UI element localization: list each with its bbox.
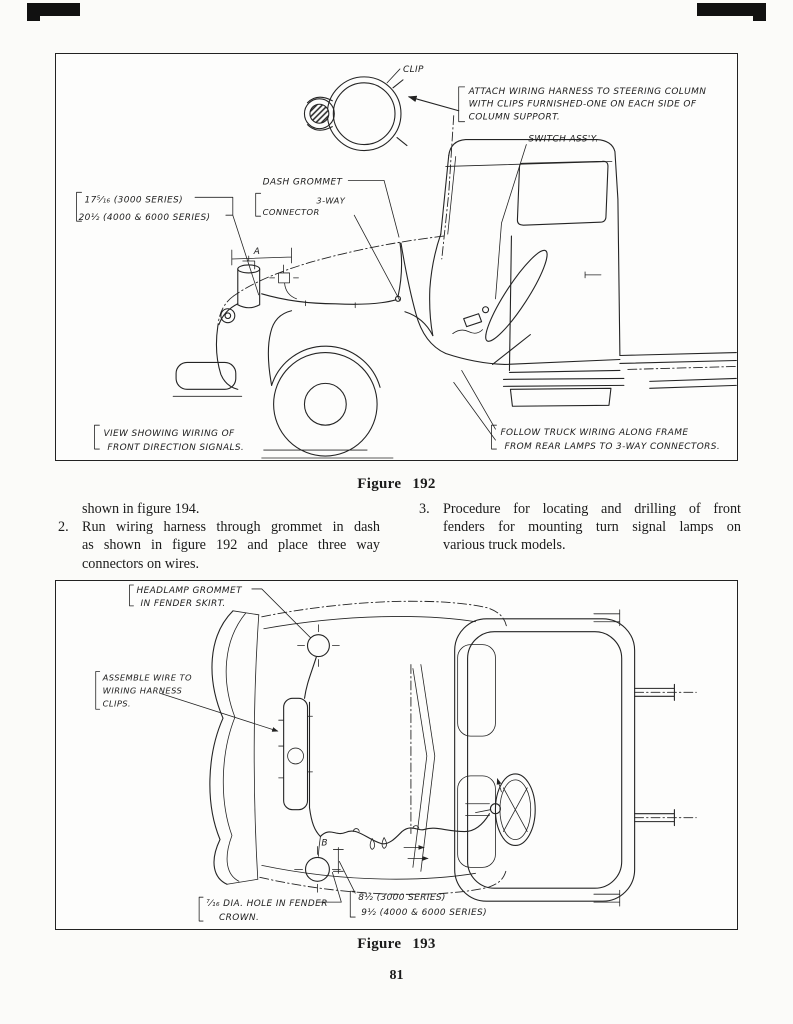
label-clip: CLIP — [403, 65, 424, 75]
list-item-3: 3. Procedure for locating and drilling o… — [419, 500, 741, 555]
label-follow-line1: FOLLOW TRUCK WIRING ALONG FRAME — [500, 428, 688, 438]
label-dia-hole-line2: CROWN. — [219, 913, 259, 923]
label-headlamp-grommet-line2: IN FENDER SKIRT. — [140, 599, 225, 609]
truck-top-view-drawing — [209, 600, 697, 907]
figure-193-drawing: HEADLAMP GROMMET IN FENDER SKIRT. ASSEMB… — [95, 584, 697, 923]
label-dimension-b: B — [321, 838, 328, 848]
figure-193: HEADLAMP GROMMET IN FENDER SKIRT. ASSEMB… — [55, 580, 738, 930]
label-dash-grommet: DASH GROMMET — [263, 177, 344, 187]
label-assemble-line2: WIRING HARNESS — [103, 685, 183, 695]
label-headlamp-grommet-line1: HEADLAMP GROMMET — [136, 586, 243, 596]
label-dim-3000: 17⁵⁄₁₆ (3000 SERIES) — [85, 195, 183, 205]
page-number: 81 — [389, 968, 404, 983]
list-item-2-line1: Run wiring harness through grommet in da… — [82, 519, 380, 536]
label-connector: CONNECTOR — [263, 207, 320, 217]
list-item-2-number: 2. — [58, 519, 69, 536]
label-assemble-line3: CLIPS. — [103, 698, 131, 708]
label-view-line2: FRONT DIRECTION SIGNALS. — [107, 443, 244, 453]
list-item-2-line3: connectors on wires. — [82, 555, 200, 572]
figure-193-caption: Figure 193 — [357, 936, 436, 952]
corner-crop-mark-left — [27, 3, 80, 21]
label-attach-line3: COLUMN SUPPORT. — [469, 113, 560, 123]
label-attach-line2: WITH CLIPS FURNISHED-ONE ON EACH SIDE OF — [469, 100, 697, 110]
figure-192: CLIP ATTACH WIRING HARNESS TO STEERING C… — [55, 53, 738, 461]
label-attach-line1: ATTACH WIRING HARNESS TO STEERING COLUMN — [468, 87, 707, 97]
list-item-3-line3: various truck models. — [443, 537, 566, 554]
figure-193-leaders — [95, 584, 356, 922]
body-text-left-column: shown in figure 194. 2. Run wiring harne… — [58, 500, 380, 573]
list-item-2-line2: as shown in figure 192 and place three w… — [82, 537, 380, 554]
label-dim-4000-6000: 9½ (4000 & 6000 SERIES) — [361, 908, 487, 918]
label-switch-assy: SWITCH ASS'Y. — [528, 135, 598, 145]
label-dim-4000-6000: 20½ (4000 & 6000 SERIES) — [79, 213, 211, 223]
label-dimension-a: A — [253, 247, 261, 257]
figure-192-leaders — [76, 86, 527, 451]
label-dim-3000: 8½ (3000 SERIES) — [358, 893, 446, 903]
label-dia-hole-line1: ⁷⁄₁₆ DIA. HOLE IN FENDER — [206, 899, 328, 909]
label-assemble-line1: ASSEMBLE WIRE TO — [102, 672, 192, 682]
paragraph-continuation: shown in figure 194. — [82, 501, 200, 517]
label-three-way: 3-WAY — [316, 195, 345, 205]
truck-side-view-drawing — [172, 139, 737, 459]
list-item-3-line1: Procedure for locating and drilling of f… — [443, 501, 741, 517]
corner-crop-mark-right — [697, 3, 766, 21]
body-text-right-column: 3. Procedure for locating and drilling o… — [419, 500, 741, 555]
figure-192-drawing: CLIP ATTACH WIRING HARNESS TO STEERING C… — [76, 65, 737, 459]
label-view-line1: VIEW SHOWING WIRING OF — [103, 429, 235, 439]
list-item-2: 2. Run wiring harness through grommet in… — [58, 518, 380, 573]
label-follow-line2: FROM REAR LAMPS TO 3-WAY CONNECTORS. — [504, 442, 720, 452]
figure-192-caption: Figure 192 — [357, 476, 436, 492]
list-item-3-line2: fenders for mounting turn signal lamps o… — [443, 519, 741, 536]
clip-detail-drawing — [303, 68, 460, 260]
list-item-3-number: 3. — [419, 501, 430, 517]
